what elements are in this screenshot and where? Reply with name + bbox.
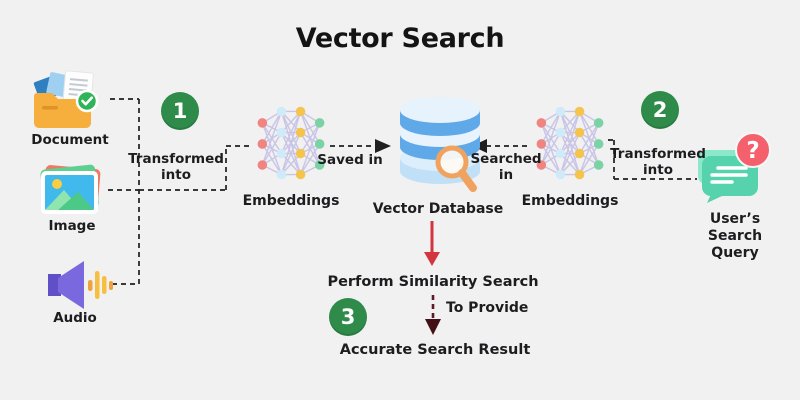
database-cylinder-icon [400,97,480,192]
source-label-audio: Audio [53,310,97,326]
accurate-search-result-label: Accurate Search Result [339,342,531,358]
arrowhead-to-provide [425,319,441,335]
arrowhead-database-down [424,252,440,266]
step-badge-2: 2 [641,91,679,129]
transformed-into-right-label: Transformed into [610,146,706,179]
saved-in-label: Saved in [317,152,383,168]
perform-similarity-search-label: Perform Similarity Search [327,274,539,290]
user-query-label: User’s Search Query [707,211,763,262]
audio-speaker-icon [48,261,113,309]
question-mark-glyph: ? [746,138,759,164]
vector-database-label: Vector Database [372,201,504,217]
chat-bubble-question-icon: ? [698,132,771,203]
step-badge-1: 1 [161,92,199,130]
page-title: Vector Search [295,23,505,54]
transformed-into-left-label: Transformed into [128,151,224,184]
source-label-document: Document [31,132,109,148]
arrowhead-saved-in [375,139,391,153]
neural-network-icon-right [536,106,604,180]
document-folder-check-icon [33,70,99,128]
embeddings-left-label: Embeddings [242,193,340,209]
connector-sources-to-embeddings [108,98,250,285]
to-provide-label: To Provide [446,300,529,316]
step-badge-3: 3 [329,298,367,336]
source-label-image: Image [48,218,96,234]
searched-in-label: Searched in [470,151,542,184]
magnifier-icon [435,145,477,192]
embeddings-right-label: Embeddings [521,193,619,209]
image-photo-stack-icon [40,164,101,214]
neural-network-icon-left [257,106,325,180]
connector-query-to-embeddings [608,139,697,180]
